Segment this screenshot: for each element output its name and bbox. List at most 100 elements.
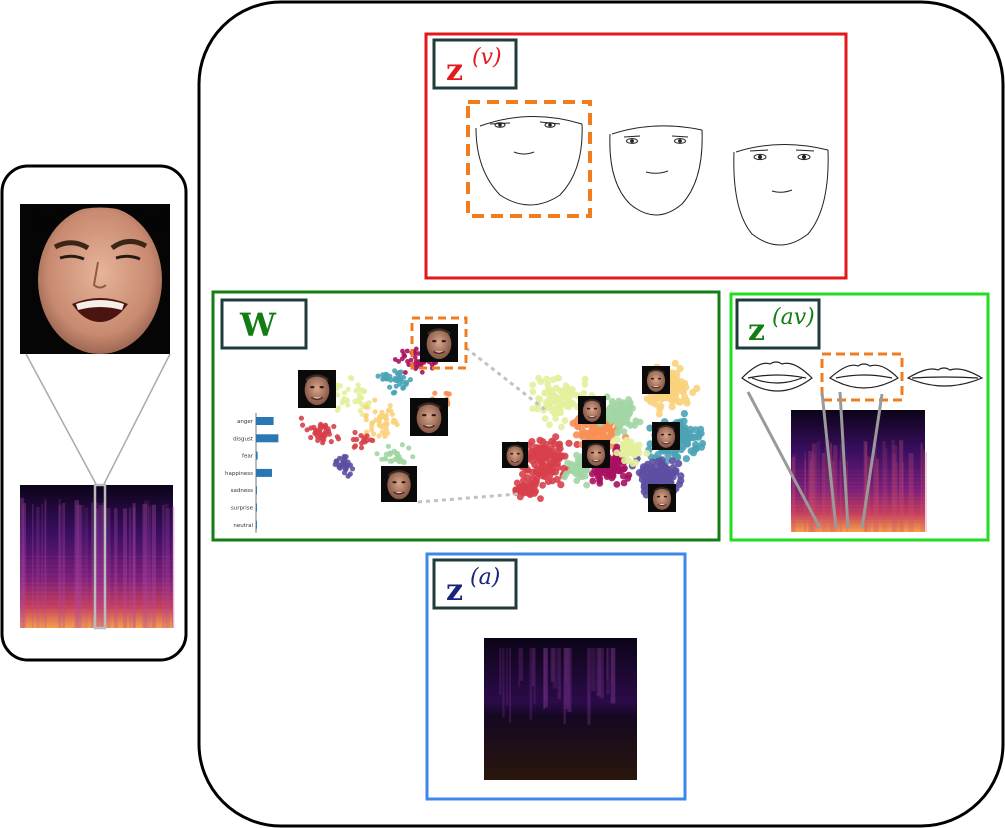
scatter-point <box>419 369 425 375</box>
spectrogram-stripe <box>596 648 601 697</box>
z-a-label: z <box>446 573 463 608</box>
scatter-point <box>398 457 404 463</box>
spectrogram-stripe <box>132 503 136 628</box>
spectrogram-stripe <box>76 505 82 628</box>
scatter-point <box>655 410 663 418</box>
scatter-point <box>337 465 343 471</box>
face-outline-icon <box>733 144 829 246</box>
scatter-point <box>592 430 601 438</box>
bar-category-label: disgust <box>233 436 254 442</box>
scatter-point <box>516 484 523 491</box>
spectrogram-stripe <box>543 648 548 699</box>
bar-category-label: anger <box>237 419 254 425</box>
audio-latent-box: z (a) <box>425 552 687 801</box>
spectrogram-stripe <box>509 648 511 723</box>
visual-latent-frame <box>424 32 848 280</box>
scatter-point <box>536 395 544 403</box>
z-av-superscript: (av) <box>772 305 815 330</box>
scatter-point <box>406 362 412 368</box>
input-face-photo <box>20 204 170 354</box>
scatter-point <box>614 429 622 437</box>
scatter-point <box>613 449 621 457</box>
zoom-line-right <box>103 353 171 485</box>
scatter-point <box>554 447 562 455</box>
spectrogram-stripe <box>151 504 156 628</box>
scatter-point <box>379 429 386 435</box>
scatter-point <box>363 412 369 419</box>
scatter-point <box>335 436 342 442</box>
scatter-point <box>372 397 378 403</box>
scatter-point <box>552 433 560 441</box>
scatter-point <box>408 357 414 363</box>
latent-space-frame <box>197 0 1005 828</box>
scatter-point <box>668 369 676 377</box>
scatter-point <box>383 422 389 428</box>
spectrogram-stripe <box>808 450 814 532</box>
spectrogram-stripe <box>550 648 555 682</box>
scatter-point <box>573 451 580 459</box>
spectrogram-stripe <box>75 504 81 628</box>
scatter-point <box>404 379 410 385</box>
scatter-point <box>617 400 624 408</box>
spectrogram-stripe <box>833 445 838 532</box>
spectrogram-stripe <box>144 500 146 628</box>
scatter-point <box>393 383 399 389</box>
scatter-point <box>542 399 550 406</box>
scatter-point <box>364 437 370 443</box>
scatter-point <box>677 378 685 386</box>
spectrogram-stripe <box>58 498 61 628</box>
spectrogram-stripe <box>793 454 797 532</box>
scatter-point <box>345 402 351 408</box>
scatter-point <box>348 375 354 381</box>
mouth-outline-icon <box>906 367 984 387</box>
scatter-point <box>407 377 413 383</box>
spectrogram-stripe <box>533 648 537 705</box>
spectrogram-stripe <box>106 508 111 628</box>
scatter-point <box>374 451 380 457</box>
scatter-point <box>676 398 684 406</box>
scatter-point <box>392 357 398 362</box>
scatter-point <box>683 437 691 445</box>
face-thumbnail <box>420 324 458 362</box>
spectrogram-stripe <box>567 648 572 713</box>
scatter-point <box>543 375 550 383</box>
scatter-point <box>650 478 658 486</box>
spectrogram-stripe <box>502 648 505 718</box>
spectrogram-stripe <box>804 451 806 532</box>
scatter-point <box>694 433 703 441</box>
scatter-point <box>620 428 628 435</box>
scatter-point <box>672 391 680 399</box>
scatter-point <box>341 396 347 402</box>
spectrogram-stripe <box>565 648 568 704</box>
scatter-point <box>625 471 633 479</box>
emotion-bar <box>256 468 272 477</box>
scatter-point <box>647 398 655 406</box>
spectrogram-stripe <box>129 506 131 628</box>
scatter-point <box>573 477 581 484</box>
spectrogram-stripe <box>841 454 843 532</box>
spectrogram-stripe <box>532 648 535 687</box>
scatter-point <box>682 396 690 404</box>
scatter-point <box>443 390 449 396</box>
scatter-point <box>529 381 537 389</box>
spectrogram-stripe <box>147 505 152 628</box>
scatter-point <box>331 423 337 430</box>
spectrogram-stripe <box>606 648 610 695</box>
scatter-point <box>646 424 654 432</box>
spectrogram-stripe <box>882 441 886 532</box>
spectrogram-stripe <box>22 503 26 628</box>
scatter-point <box>558 423 565 431</box>
scatter-point <box>360 387 366 393</box>
scatter-point <box>392 418 398 424</box>
spectrogram-stripe <box>41 504 43 628</box>
scatter-point <box>519 470 527 478</box>
scatter-point <box>376 419 382 425</box>
z-v-label-box <box>432 38 518 90</box>
scatter-point <box>354 436 360 443</box>
audiovisual-spectrogram <box>791 410 927 532</box>
spectrogram-stripe <box>606 648 608 681</box>
scatter-point <box>574 422 582 431</box>
scatter-point <box>675 460 683 468</box>
scatter-point <box>625 410 633 418</box>
spectrogram-stripe <box>552 648 558 689</box>
